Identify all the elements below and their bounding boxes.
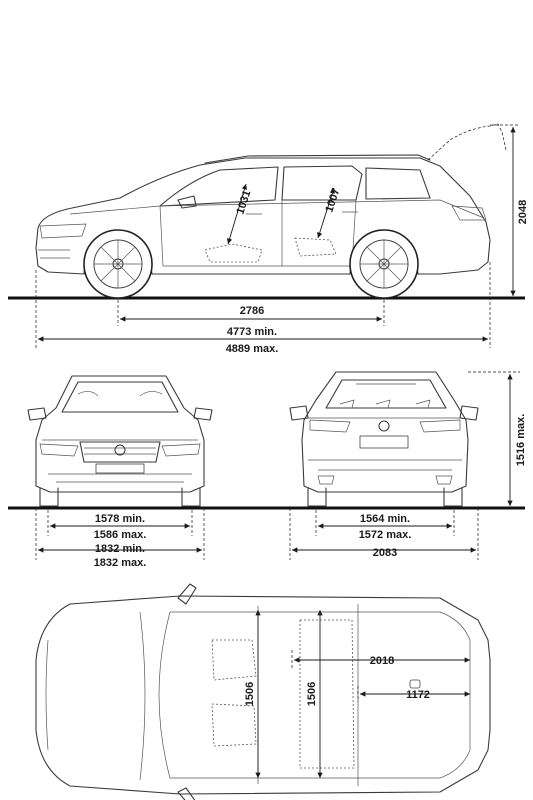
car-side-body xyxy=(35,123,507,275)
height-max-label: 1516 max. xyxy=(515,414,527,467)
wheelbase-label: 2786 xyxy=(240,305,264,317)
elbow-rear-label: 1506 xyxy=(306,682,318,706)
length-max-label: 4889 max. xyxy=(226,343,279,355)
track-front-max-label: 1586 max. xyxy=(94,529,147,541)
headroom-front-line xyxy=(226,183,248,245)
car-front-body xyxy=(27,375,213,507)
top-view: 1506 1506 2018 1172 xyxy=(35,583,491,800)
track-rear-max-label: 1572 max. xyxy=(359,529,412,541)
headroom-front-label: 1031 xyxy=(234,189,253,216)
cargo-length-label: 2018 xyxy=(370,655,394,667)
rear-wheel-side xyxy=(349,229,419,299)
side-view: 1031 1007 2048 2786 4773 min. 4889 max. xyxy=(8,123,529,355)
width-max-label: 1832 max. xyxy=(94,557,147,569)
track-front-min-label: 1578 min. xyxy=(95,513,145,525)
front-seat-outline xyxy=(204,243,263,263)
rear-seat-outline xyxy=(294,237,337,257)
length-min-label: 4773 min. xyxy=(227,326,277,338)
width-min-label: 1832 min. xyxy=(95,543,145,555)
car-rear-body xyxy=(289,371,479,507)
cargo-width-label: 1172 xyxy=(406,689,430,701)
rear-view: 1516 max. 1564 min. 1572 max. 2083 xyxy=(289,371,527,560)
track-rear-min-label: 1564 min. xyxy=(360,513,410,525)
front-wheel-side xyxy=(83,229,153,299)
height-label: 2048 xyxy=(517,200,529,224)
front-view: 1578 min. 1586 max. 1832 min. 1832 max. xyxy=(8,375,525,569)
elbow-front-label: 1506 xyxy=(244,682,256,706)
width-mirrors-label: 2083 xyxy=(373,547,397,559)
headroom-rear-line xyxy=(317,187,335,239)
